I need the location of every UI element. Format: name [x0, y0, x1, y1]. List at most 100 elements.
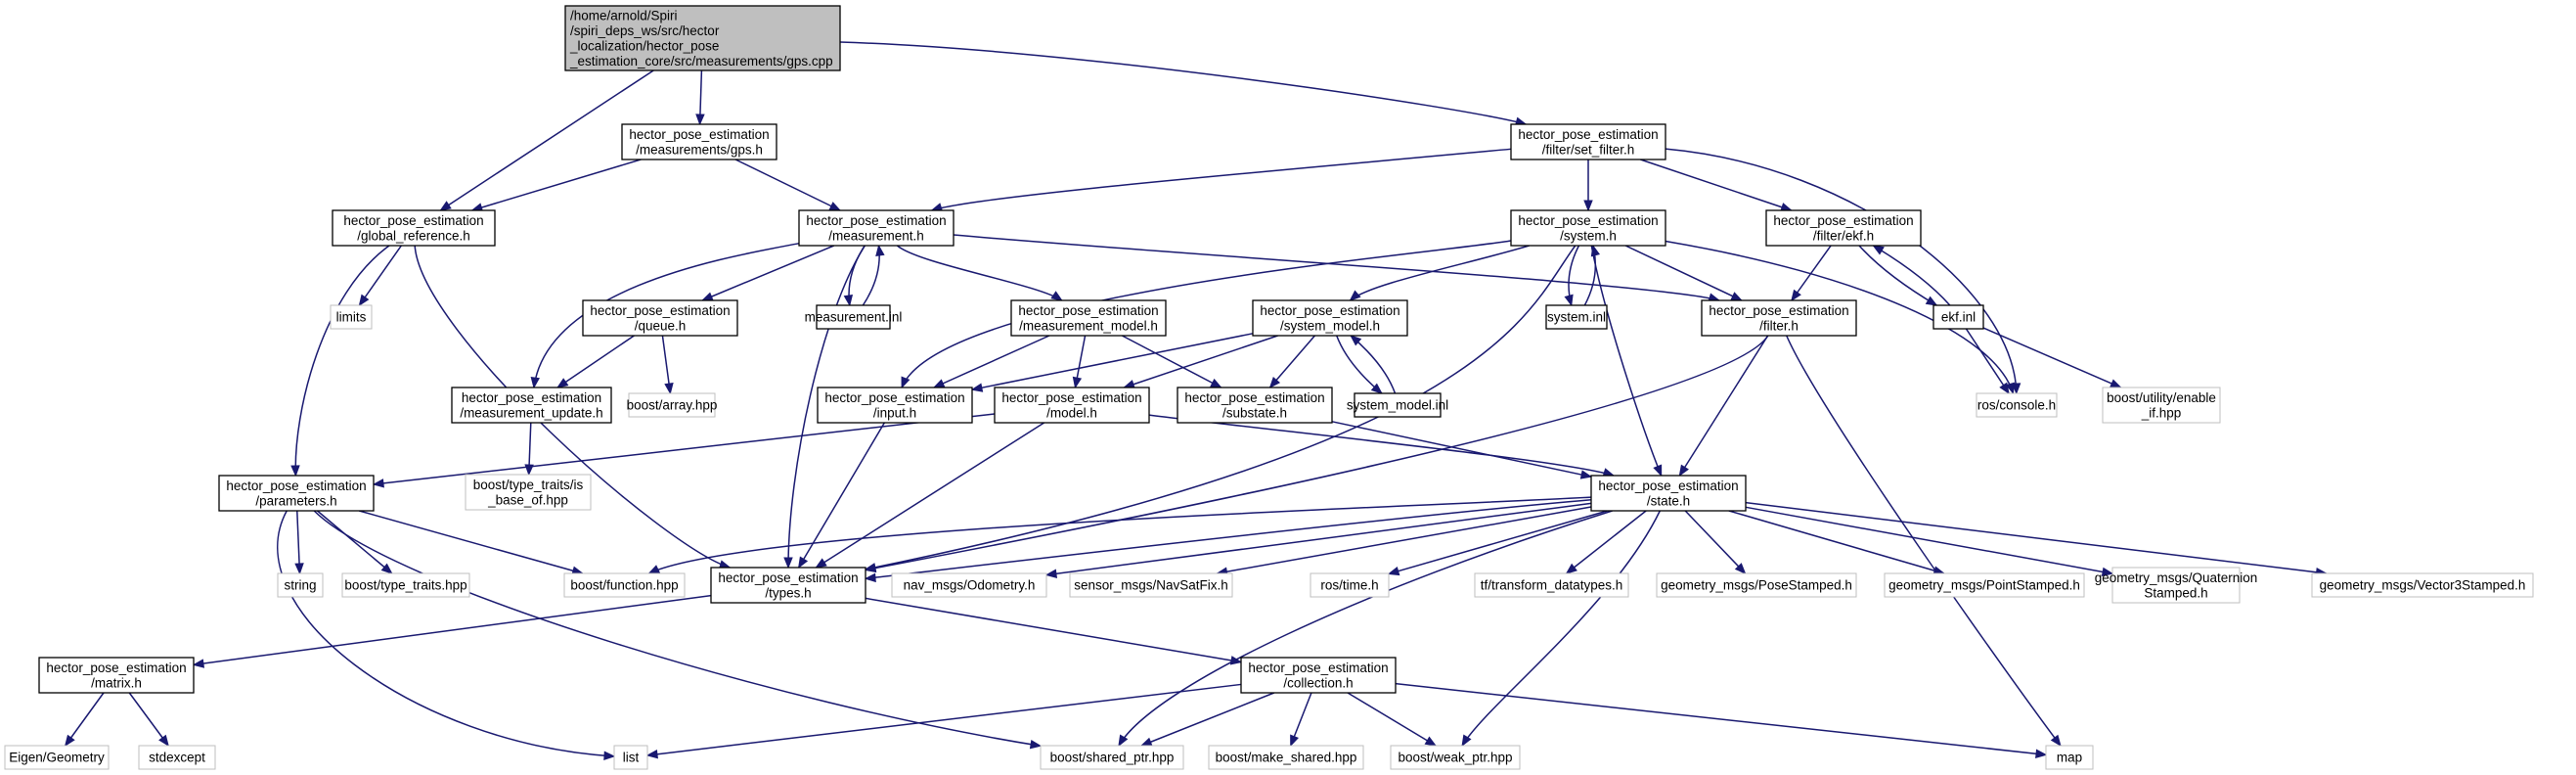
edge-measurement-h-to-types-h [787, 245, 866, 569]
edge-ekf-inl-to-boost-enable-if [1982, 327, 2121, 388]
edge-model-h-to-parameters-h [373, 413, 996, 485]
node-sensor-navsatfix: sensor_msgs/NavSatFix.h [1069, 572, 1233, 598]
node-box [38, 657, 195, 694]
node-label-line: hector_pose_estimation [718, 570, 858, 585]
node-state-h[interactable]: hector_pose_estimation/state.h [1590, 475, 1747, 512]
node-label-line: hector_pose_estimation [462, 390, 601, 405]
edge-system-h-to-filter-h-arrowhead [1730, 292, 1744, 301]
node-types-h[interactable]: hector_pose_estimation/types.h [710, 567, 866, 604]
node-measurement-inl[interactable]: measurement.inl [805, 304, 903, 330]
node-nav-odometry: nav_msgs/Odometry.h [891, 572, 1047, 598]
node-measurement-h[interactable]: hector_pose_estimation/measurement.h [798, 209, 955, 247]
node-label-line: hector_pose_estimation [343, 213, 483, 228]
edge-state-h-to-tf-transform [1566, 510, 1647, 574]
node-ekf-inl[interactable]: ekf.inl [1932, 304, 1984, 330]
node-label-line: /system_model.h [1280, 318, 1380, 333]
node-filter-h[interactable]: hector_pose_estimation/filter.h [1701, 299, 1857, 337]
node-box [1177, 387, 1333, 424]
node-box [465, 474, 592, 511]
node-label-line: _if.hpp [2141, 405, 2182, 420]
edge-global-reference-h-to-parameters-h [294, 245, 390, 477]
node-label-line: hector_pose_estimation [1260, 303, 1399, 318]
node-label-line: /parameters.h [255, 493, 336, 508]
edge-parameters-h-to-boost-shared-ptr [313, 510, 1042, 748]
node-geo-pointstamped: geometry_msgs/PointStamped.h [1884, 572, 2085, 598]
node-parameters-h[interactable]: hector_pose_estimation/parameters.h [218, 475, 375, 512]
edge-state-h-to-boost-shared-ptr-arrowhead [1118, 734, 1129, 748]
node-box [1510, 123, 1666, 160]
node-box [1390, 745, 1521, 770]
node-ekf-h[interactable]: hector_pose_estimation/filter/ekf.h [1765, 209, 1922, 247]
node-collection-h[interactable]: hector_pose_estimation/collection.h [1240, 657, 1397, 694]
node-stdexcept: stdexcept [138, 745, 216, 770]
edge-state-h-to-sensor-navsatfix [1217, 506, 1592, 574]
node-set-filter-h[interactable]: hector_pose_estimation/filter/set_filter… [1510, 123, 1666, 160]
node-global-reference-h[interactable]: hector_pose_estimation/global_reference.… [332, 209, 496, 247]
node-measurement-update-h[interactable]: hector_pose_estimation/measurement_updat… [451, 387, 612, 424]
edge-global-reference-h-to-types-h [414, 245, 731, 569]
node-box [451, 387, 612, 424]
edge-system-h-to-ros-console-arrowhead [2005, 382, 2015, 395]
node-label-line: geometry_msgs/Vector3Stamped.h [2320, 578, 2526, 593]
node-system-inl[interactable]: system.inl [1545, 304, 1608, 330]
node-map: map [2045, 745, 2094, 770]
edge-measurement-inl-to-measurement-h-arrowhead [875, 244, 885, 257]
edge-queue-h-to-boost-array-arrowhead [664, 382, 674, 395]
node-substate-h[interactable]: hector_pose_estimation/substate.h [1177, 387, 1333, 424]
node-box [628, 392, 716, 418]
edge-system-model-h-to-input-h-arrowhead [970, 383, 984, 392]
node-label-line: /types.h [765, 585, 811, 600]
edge-system-model-h-to-input-h [971, 333, 1254, 390]
node-label-line: geometry_msgs/PoseStamped.h [1661, 578, 1852, 593]
node-label-line: boost/utility/enable [2107, 390, 2216, 405]
edge-collection-h-to-boost-make-shared-arrowhead [1290, 734, 1299, 748]
node-list: list [613, 745, 648, 770]
node-box [798, 209, 955, 247]
node-label-line: boost/type_traits/is [473, 478, 584, 492]
node-system-h[interactable]: hector_pose_estimation/system.h [1510, 209, 1666, 247]
node-label-line: /filter/set_filter.h [1542, 142, 1635, 157]
node-label-line: hector_pose_estimation [1598, 479, 1738, 493]
edge-input-h-to-types-h [798, 422, 885, 569]
node-box [1010, 299, 1167, 337]
edge-ekf-inl-to-ekf-h-arrowhead [1872, 245, 1885, 255]
node-label-line: /input.h [873, 405, 916, 420]
node-model-h[interactable]: hector_pose_estimation/model.h [994, 387, 1150, 424]
edge-ekf-inl-to-boost-enable-if-arrowhead [2109, 379, 2122, 388]
edge-model-h-to-types-h [815, 422, 1045, 569]
node-label-line: stdexcept [149, 751, 205, 765]
node-box [1976, 392, 2058, 418]
node-gps-cpp[interactable]: /home/arnold/Spiri/spiri_deps_ws/src/hec… [564, 5, 841, 71]
node-label-line: hector_pose_estimation [824, 390, 964, 405]
node-box [613, 745, 648, 770]
edge-state-h-to-geo-vector3 [1745, 501, 2327, 574]
edge-measurement-h-to-measurement-inl-arrowhead [843, 294, 854, 307]
node-box [2111, 567, 2241, 604]
edge-state-h-to-geo-posestamped [1684, 510, 1747, 574]
node-label-line: _base_of.hpp [487, 492, 568, 507]
node-queue-h[interactable]: hector_pose_estimation/queue.h [582, 299, 738, 337]
node-system-model-inl[interactable]: system_model.inl [1347, 392, 1448, 418]
node-system-model-h[interactable]: hector_pose_estimation/system_model.h [1252, 299, 1408, 337]
node-box [341, 572, 470, 598]
edge-collection-h-to-list [646, 683, 1242, 756]
node-label-line: hector_pose_estimation [629, 127, 769, 142]
node-label-line: hector_pose_estimation [1518, 127, 1658, 142]
node-matrix-h[interactable]: hector_pose_estimation/matrix.h [38, 657, 195, 694]
node-label-line: hector_pose_estimation [1248, 661, 1388, 675]
edge-model-h-to-parameters-h-arrowhead [372, 479, 384, 488]
node-boost-array: boost/array.hpp [627, 392, 718, 418]
node-measurement-model-h[interactable]: hector_pose_estimation/measurement_model… [1010, 299, 1167, 337]
node-meas-gps-h[interactable]: hector_pose_estimation/measurements/gps.… [621, 123, 777, 160]
edge-collection-h-to-map-arrowhead [2035, 749, 2048, 758]
node-label-line: boost/weak_ptr.hpp [1398, 751, 1512, 765]
node-input-h[interactable]: hector_pose_estimation/input.h [817, 387, 973, 424]
edge-measurement-model-h-to-model-h-arrowhead [1072, 376, 1083, 389]
node-label-line: _localization/hector_pose [569, 38, 719, 53]
edge-types-h-to-matrix-h [193, 594, 712, 666]
edge-state-h-to-geo-pointstamped [1728, 510, 1944, 574]
node-label-line: boost/array.hpp [627, 398, 718, 413]
node-label-line: /global_reference.h [357, 228, 470, 243]
edge-collection-h-to-list-arrowhead [645, 750, 658, 759]
node-label-line: hector_pose_estimation [1184, 390, 1324, 405]
